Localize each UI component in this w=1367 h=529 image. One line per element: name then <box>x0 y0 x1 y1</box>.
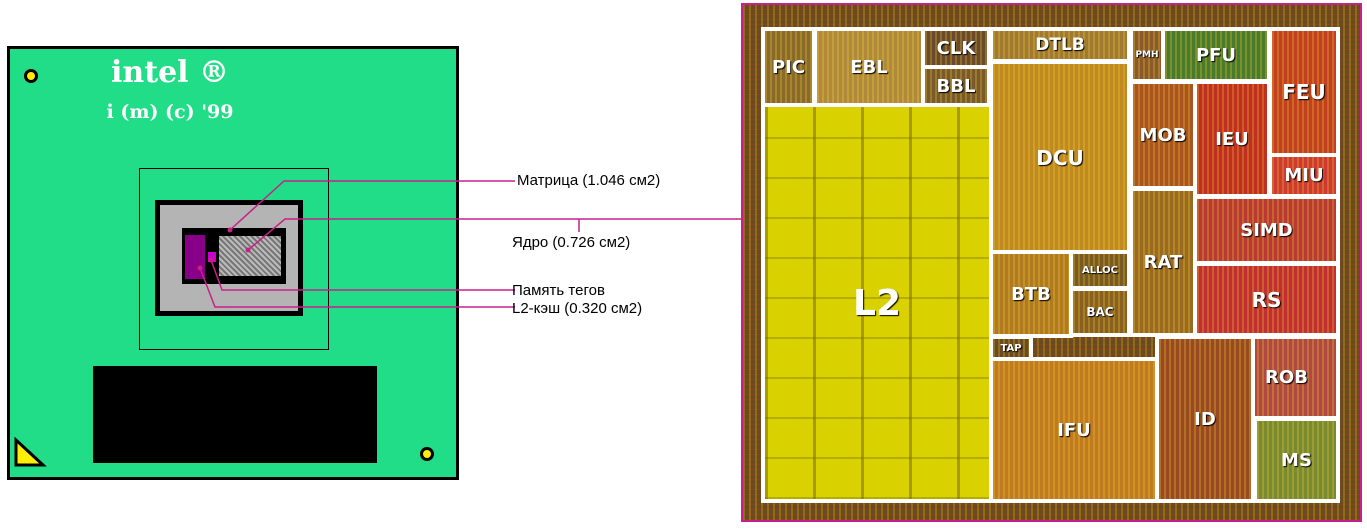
die-floorplan: PIC EBL CLK BBL DTLB PMH PFU FEU DCU MOB IEU MIU SIM… <box>741 3 1362 522</box>
die-block-pic: PIC <box>761 27 816 107</box>
die-block-label: PMH <box>1135 50 1158 60</box>
die-block-simd: SIMD <box>1193 195 1340 265</box>
callout-core: Ядро (0.726 см2) <box>512 234 630 251</box>
core-leader-line <box>248 219 741 250</box>
die-block-btb: BTB <box>989 250 1073 338</box>
die-block-label: BTB <box>1011 284 1051 305</box>
die-block-l2: L2 <box>761 103 993 503</box>
die-block-clk: CLK <box>921 27 991 69</box>
l2-leader-line <box>200 268 515 307</box>
die-block-pfu: PFU <box>1161 27 1271 83</box>
die-block-label: FEU <box>1282 80 1326 104</box>
die-block-label: RS <box>1252 288 1282 312</box>
die-block-pmh: PMH <box>1129 27 1165 83</box>
callout-l2: L2-кэш (0.320 см2) <box>512 300 642 317</box>
die-block-id: ID <box>1155 335 1255 503</box>
matrix-leader-line <box>230 181 515 230</box>
die-block-label: PIC <box>772 57 805 78</box>
die-block-label: TAP <box>1000 343 1021 354</box>
die-block-miu: MIU <box>1268 153 1340 198</box>
die-block-alloc: ALLOC <box>1069 250 1131 290</box>
die-block-label: CLK <box>937 38 976 59</box>
die-block-label: ALLOC <box>1082 265 1118 276</box>
die-block-bac: BAC <box>1069 287 1131 337</box>
die-block-mob: MOB <box>1129 80 1197 190</box>
die-block-rs: RS <box>1193 262 1340 337</box>
die-block-bbl: BBL <box>921 65 991 107</box>
die-block-label: MOB <box>1140 125 1187 146</box>
die-block-label: EBL <box>850 57 888 78</box>
die-block-rat: RAT <box>1129 187 1197 337</box>
callout-tags: Память тегов <box>512 282 605 299</box>
die-block-label: IFU <box>1057 420 1091 441</box>
die-block-dcu: DCU <box>989 60 1131 255</box>
die-block-label: PFU <box>1196 45 1236 66</box>
die-block-ieu: IEU <box>1193 80 1271 198</box>
die-block-dtlb: DTLB <box>989 27 1131 63</box>
die-block-ifu: IFU <box>989 357 1159 503</box>
die-block-label: DCU <box>1036 146 1084 170</box>
die-block-ebl: EBL <box>813 27 925 107</box>
die-block-label: BBL <box>937 76 976 97</box>
callout-matrix: Матрица (1.046 см2) <box>517 172 660 189</box>
die-block-label: BAC <box>1086 305 1113 319</box>
die-block-label: RAT <box>1144 252 1183 273</box>
die-block-ms: MS <box>1253 417 1340 503</box>
die-block-label: ID <box>1194 409 1216 430</box>
die-block-label: ROB <box>1265 367 1308 388</box>
die-block-label: L2 <box>853 283 901 324</box>
die-block-label: DTLB <box>1035 35 1085 55</box>
die-block-label: MIU <box>1284 165 1323 186</box>
die-block-feu: FEU <box>1268 27 1340 157</box>
die-block-label: SIMD <box>1240 220 1293 241</box>
die-block-label: MS <box>1281 450 1312 471</box>
die-block-label: IEU <box>1215 129 1249 150</box>
tags-leader-line <box>211 260 515 290</box>
